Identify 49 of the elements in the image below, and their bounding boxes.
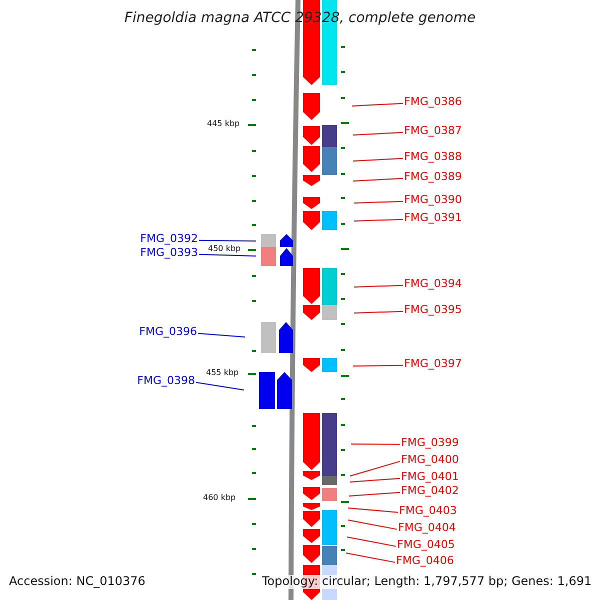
gene-label: FMG_0394 [404,278,462,291]
gene-label: FMG_0391 [404,212,462,225]
scale-label: 460 kbp [203,493,236,502]
scale-label: 450 kbp [208,244,241,254]
leader-line [198,240,256,242]
genome-summary-note: Topology: circular; Length: 1,797,577 bp; Genes: 1,691 [262,575,592,589]
leader-line [348,508,398,513]
leader-line [354,284,404,288]
gene-label: FMG_0388 [404,151,462,164]
scale-label: 445 kbp [207,119,240,128]
leader-line [354,218,404,222]
accession-note: Accession: NC_010376 [9,575,146,589]
leader-line [354,200,404,204]
leader-line [352,132,404,136]
gene-label: FMG_0392 [140,233,198,246]
gene-label: FMG_0397 [404,358,462,371]
leader-line [198,254,256,256]
leader-line [348,492,400,496]
gene-label: FMG_0390 [404,194,462,207]
gene-label: FMG_0400 [401,454,459,467]
leader-line [196,382,244,390]
gene-label: FMG_0387 [404,125,462,138]
leader-line [352,158,404,162]
gene-label: FMG_0404 [398,522,456,535]
gene-label: FMG_0406 [396,555,454,568]
gene-label: FMG_0402 [401,485,459,498]
leader-line [350,460,400,476]
leader-line [350,444,400,445]
scale-label: 455 kbp [206,368,239,378]
gene-label: FMG_0398 [137,375,195,388]
leader-line [352,364,404,366]
leader-line [348,520,398,530]
leader-line [350,478,400,482]
gene-label: FMG_0389 [404,171,462,184]
leader-line [346,552,396,563]
gene-label: FMG_0395 [404,304,462,317]
gene-label: FMG_0405 [397,539,455,552]
gene-label: FMG_0386 [404,96,462,109]
leader-line [346,536,396,547]
gene-label: FMG_0393 [140,247,198,260]
leader-line [352,178,404,182]
leader-line [352,102,404,106]
gene-label: FMG_0401 [401,471,459,484]
gene-label: FMG_0396 [139,326,197,339]
gene-label: FMG_0403 [399,505,457,518]
diagram-title: Finegoldia magna ATCC 29328, complete genome [123,10,477,26]
leader-line [198,332,246,338]
gene-label: FMG_0399 [401,437,459,450]
leader-line [354,310,404,314]
